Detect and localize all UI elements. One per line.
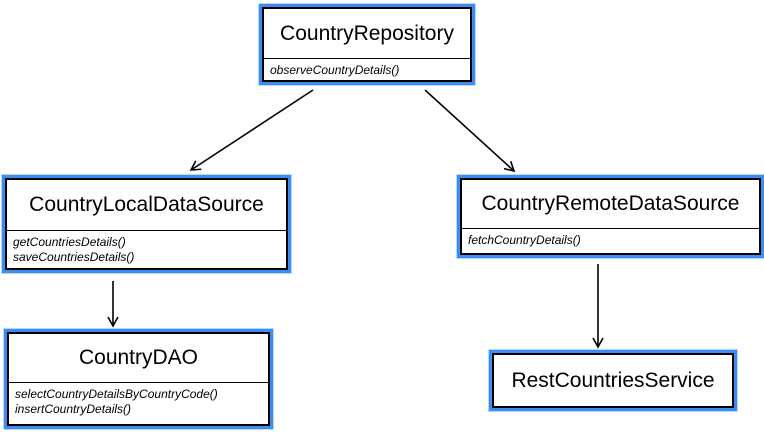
node-title: CountryLocalDataSource <box>29 193 264 216</box>
method-item: insertCountryDetails() <box>15 402 132 416</box>
node-title: RestCountriesService <box>511 368 715 392</box>
method-item: observeCountryDetails() <box>270 63 400 77</box>
method-item: selectCountryDetailsByCountryCode() <box>15 387 218 401</box>
node-methods: observeCountryDetails() <box>264 58 470 80</box>
node-methods: fetchCountryDetails() <box>462 228 759 250</box>
node-methods: selectCountryDetailsByCountryCode() inse… <box>9 382 268 419</box>
node-country-local-data-source: CountryLocalDataSource getCountriesDetai… <box>2 175 291 273</box>
edge-repo-to-local <box>189 89 314 171</box>
node-country-dao: CountryDAO selectCountryDetailsByCountry… <box>4 329 273 429</box>
node-country-remote-data-source: CountryRemoteDataSource fetchCountryDeta… <box>457 175 764 258</box>
method-item: fetchCountryDetails() <box>468 233 581 247</box>
node-title: CountryDAO <box>78 346 199 369</box>
edge-repo-to-remote <box>424 89 516 173</box>
method-item: getCountriesDetails() <box>13 235 126 249</box>
node-country-repository: CountryRepository observeCountryDetails(… <box>259 4 475 85</box>
method-item: saveCountriesDetails() <box>13 250 135 264</box>
node-title: CountryRepository <box>280 21 454 45</box>
node-rest-countries-service: RestCountriesService <box>489 350 737 411</box>
node-title: CountryRemoteDataSource <box>481 192 740 215</box>
node-methods: getCountriesDetails() saveCountriesDetai… <box>7 230 286 267</box>
